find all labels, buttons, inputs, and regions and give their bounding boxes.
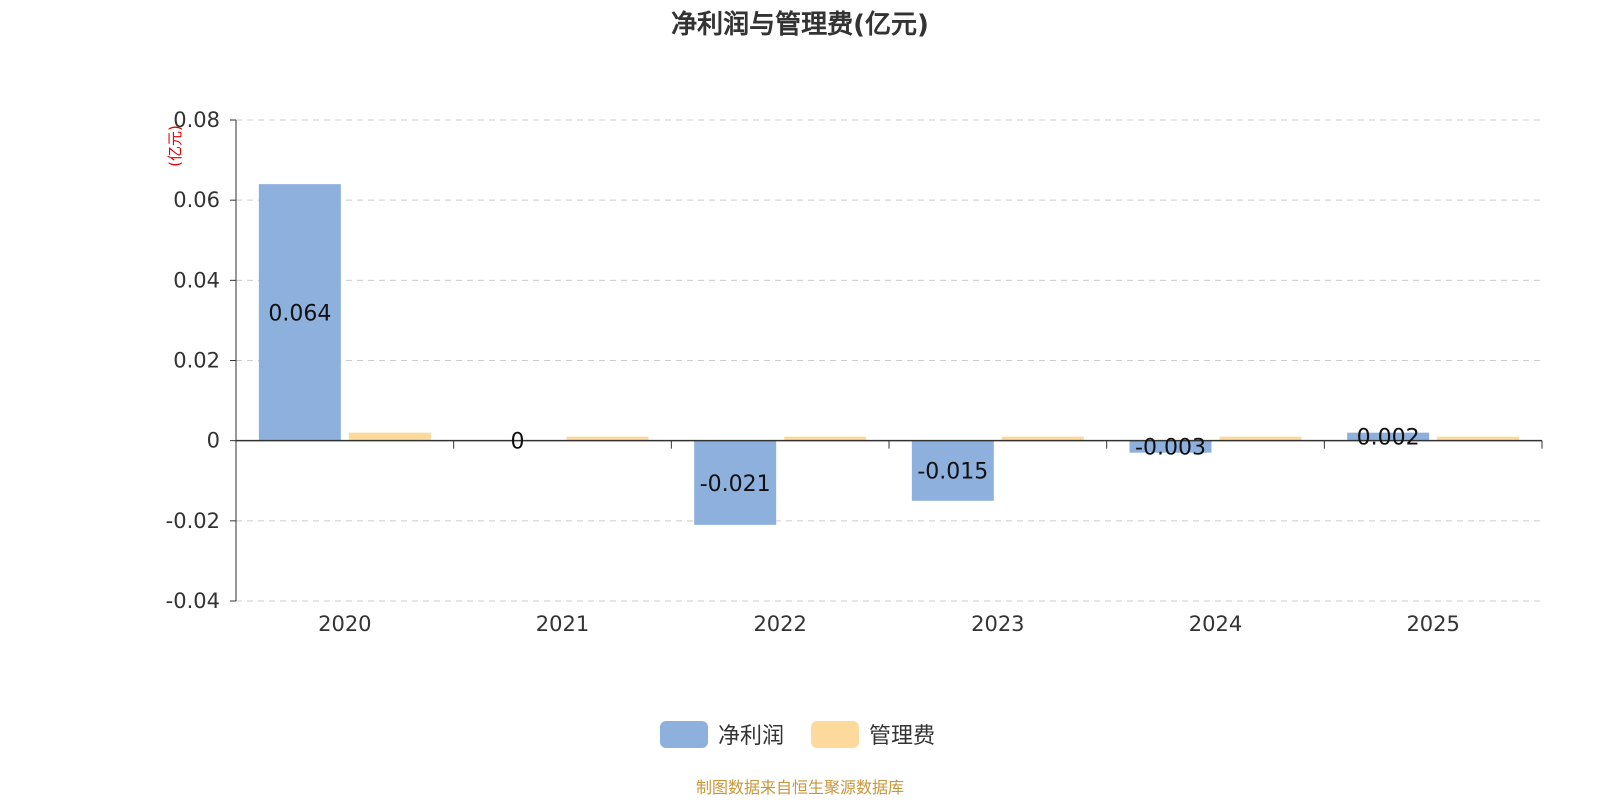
bars — [258, 184, 1520, 525]
data-labels: 0.064 0 -0.021 -0.015 -0.003 0.002 — [268, 301, 1419, 496]
x-tick-label: 2025 — [1406, 612, 1459, 636]
y-tick-label: 0.08 — [173, 108, 220, 132]
data-label-net-profit-2020: 0.064 — [268, 301, 331, 326]
bar-management-fee-2024 — [1219, 436, 1302, 441]
y-tick-label: 0.04 — [173, 268, 220, 292]
data-label-net-profit-2021: 0 — [511, 430, 525, 455]
y-tick-label: 0.06 — [173, 188, 220, 212]
source-note: 制图数据来自恒生聚源数据库 — [696, 778, 904, 797]
bar-management-fee-2022 — [784, 436, 867, 441]
bar-net-profit-2022 — [694, 440, 777, 525]
data-label-net-profit-2025: 0.002 — [1357, 426, 1420, 451]
legend-swatch-management-fee — [811, 721, 859, 748]
data-label-net-profit-2022: -0.021 — [700, 472, 771, 497]
y-tick-label: 0 — [207, 429, 220, 453]
x-tick-label: 2023 — [971, 612, 1024, 636]
x-tick-label: 2022 — [753, 612, 806, 636]
chart-title: 净利润与管理费(亿元) — [671, 9, 929, 40]
bar-management-fee-2023 — [1001, 436, 1084, 441]
y-axis-unit-label: (亿元) — [166, 125, 184, 167]
data-label-net-profit-2023: -0.015 — [917, 460, 988, 485]
axes: -0.04 -0.02 0 0.02 0.04 0.06 0.08 2020 2021 2022 2… — [166, 108, 1543, 636]
bar-management-fee-2021 — [566, 436, 649, 441]
x-tick-label: 2020 — [318, 612, 371, 636]
legend: 净利润 管理费 — [660, 721, 935, 749]
bar-management-fee-2020 — [348, 432, 431, 441]
data-label-net-profit-2024: -0.003 — [1135, 436, 1206, 461]
bar-net-profit-2024 — [1129, 440, 1212, 453]
bar-net-profit-2023 — [911, 440, 994, 501]
bar-net-profit-2025 — [1347, 432, 1430, 441]
x-tick-label: 2024 — [1189, 612, 1242, 636]
y-tick-label: -0.02 — [166, 509, 220, 533]
x-tick-label: 2021 — [536, 612, 589, 636]
y-tick-label: -0.04 — [166, 589, 220, 613]
bar-management-fee-2025 — [1437, 436, 1520, 441]
legend-label-management-fee: 管理费 — [869, 724, 935, 749]
legend-swatch-net-profit — [660, 721, 708, 748]
y-tick-label: 0.02 — [173, 349, 220, 373]
legend-label-net-profit: 净利润 — [718, 724, 784, 749]
bar-net-profit-2020 — [258, 184, 341, 441]
grid-lines — [236, 119, 1542, 602]
